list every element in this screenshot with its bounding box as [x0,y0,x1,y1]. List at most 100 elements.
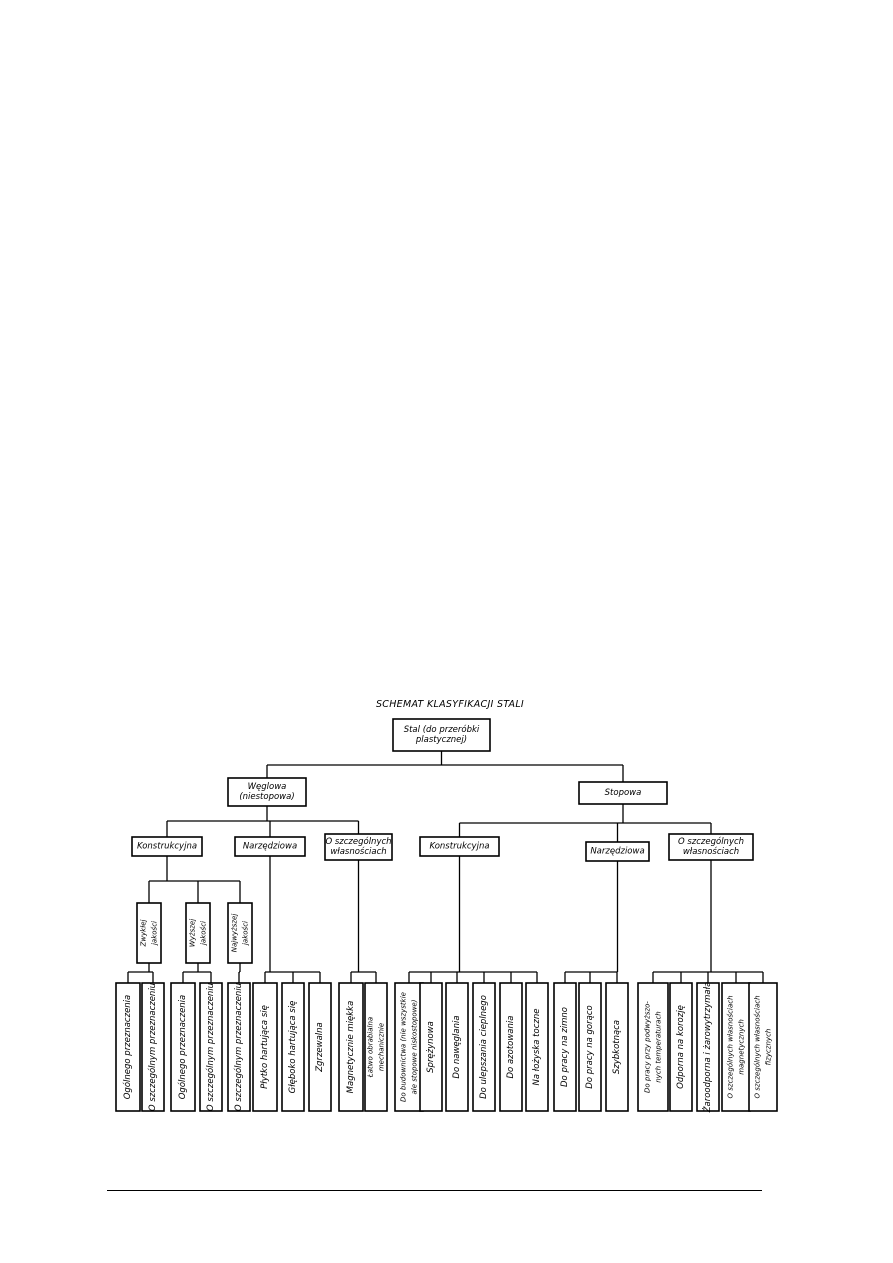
leaf-node-box [115,982,141,1112]
leaf-node-label: Ogólnego przeznaczenia [177,995,188,1100]
node-weglowa: Węglowa(niestopowa) [227,777,307,807]
node-s-narz: Narzędziowa [585,841,650,862]
leaf-node: O szczególnym przeznaczeniu [199,982,223,1112]
node-w-narz: Narzędziowa [234,836,306,857]
leaf-node: Zgrzewalna [308,982,332,1112]
leaf-node-label: fizycznych [765,1029,773,1066]
leaf-node-label: O szczególnym przeznaczeniu [233,983,244,1111]
node-wyzszej-label: Wyższej [189,919,197,947]
leaf-node: Do azotowania [499,982,523,1112]
leaf-node: Głęboko hartująca się [281,982,305,1112]
leaf-node-box [364,982,388,1112]
leaf-node-label: Głęboko hartująca się [288,1001,298,1094]
leaf-node: Do ulepszania cieplnego [472,982,496,1112]
leaf-node: Sprężynowa [419,982,443,1112]
leaf-node-label: magnetycznych [738,1019,746,1075]
leaf-node-box [281,982,305,1112]
leaf-node-box [252,982,278,1112]
leaf-node-label: mechanicznie [378,1023,386,1071]
leaf-node: Do pracy przy podwyższo-nych temperatura… [637,982,669,1112]
diagram-title: SCHEMAT KLASYFIKACJI STALI [376,699,524,710]
leaf-node-label: Magnetycznie miękka [346,1001,356,1094]
leaf-node-box [199,982,223,1112]
node-najwyzszej-label: jakości [242,921,250,946]
node-zwyklej-box [136,902,162,964]
leaf-node: Żaroodporna i żarowytrzymała [696,982,720,1114]
leaf-node-box [499,982,523,1112]
leaf-node-label: Żaroodporna i żarowytrzymała [702,982,713,1114]
root-node-label: plastycznej) [415,735,467,745]
node-s-narz-label: Narzędziowa [590,847,644,857]
leaf-node: Do pracy na zimno [553,982,577,1112]
leaf-node: Ogólnego przeznaczenia [115,982,141,1112]
leaf-node-label: Na łożyska toczne [532,1009,542,1086]
node-w-konstr: Konstrukcyjna [131,836,203,857]
node-w-szcz-box [324,833,393,861]
leaf-node-label: O szczególnych własnościach [727,995,735,1098]
leaf-node-box [445,982,469,1112]
leaf-node: O szczególnym przeznaczeniu [141,982,165,1112]
leaf-node-box [578,982,602,1112]
leaf-node-box [227,982,251,1112]
leaf-node-box [637,982,669,1112]
node-weglowa-label: Węglowa [248,782,287,792]
leaf-node-label: Zgrzewalna [315,1022,325,1073]
leaf-node-label: Łatwo obrabialna [367,1017,375,1078]
leaf-node-label: Do ulepszania cieplnego [479,995,489,1099]
node-w-szcz-label: własnościach [330,846,386,857]
node-s-konstr-box [419,836,500,857]
node-s-narz-box [585,841,650,862]
node-w-szcz-label: O szczególnych [325,836,391,847]
node-stopowa-label: Stopowa [605,788,642,798]
node-w-konstr-box [131,836,203,857]
node-zwyklej-label: jakości [151,921,159,946]
leaf-node-label: O szczególnym przeznaczeniu [205,983,216,1111]
node-najwyzszej-label: Najwyższej [231,914,239,953]
footer-rule [107,1190,762,1191]
leaf-node: Magnetycznie miękka [338,982,364,1112]
leaf-node: Do pracy na gorąco [578,982,602,1112]
connector-lines [127,751,764,983]
leaf-node-label: ale stopowe niskostopowe) [411,999,419,1094]
leaf-node-label: O szczególnym przeznaczeniu [147,983,158,1111]
leaf-node: Płytko hartująca się [252,982,278,1112]
leaf-node-box [748,982,778,1112]
leaf-node-label: Sprężynowa [426,1021,436,1073]
leaf-node-box [170,982,196,1112]
node-wyzszej-label: jakości [200,921,208,946]
root-node-box [392,718,491,752]
node-weglowa-box [227,777,307,807]
node-zwyklej-label: Zwykłej [140,919,148,947]
leaf-node-label: Do pracy przy podwyższo- [644,1001,652,1093]
leaf-node-label: Szybkotnąca [612,1020,622,1074]
leaf-node-label: Do pracy na zimno [560,1007,570,1087]
leaf-node-box [338,982,364,1112]
leaf-node-label: Do azotowania [506,1016,516,1079]
leaf-node-box [605,982,629,1112]
node-s-szcz-label: własnościach [683,846,739,857]
leaf-node-label: Do budownictwa (nie wszystkie [400,992,408,1102]
diagram-nodes: Stal (do przeróbkiplastycznej)Węglowa(ni… [115,718,778,1114]
node-najwyzszej-box [227,902,253,964]
leaf-node-box [525,982,549,1112]
leaf-node-label: O szczególnych własnościach [754,995,762,1098]
leaf-node-label: Odporna na korozję [676,1005,686,1089]
node-stopowa: Stopowa [578,781,668,805]
leaf-node-box [419,982,443,1112]
leaf-node-box [553,982,577,1112]
leaf-node: O szczególnym przeznaczeniu [227,982,251,1112]
node-w-narz-box [234,836,306,857]
node-stopowa-box [578,781,668,805]
leaf-node: Do nawęglania [445,982,469,1112]
leaf-node: Na łożyska toczne [525,982,549,1112]
leaf-node: Ogólnego przeznaczenia [170,982,196,1112]
leaf-node-label: Do pracy na gorąco [585,1005,595,1088]
node-s-konstr: Konstrukcyjna [419,836,500,857]
